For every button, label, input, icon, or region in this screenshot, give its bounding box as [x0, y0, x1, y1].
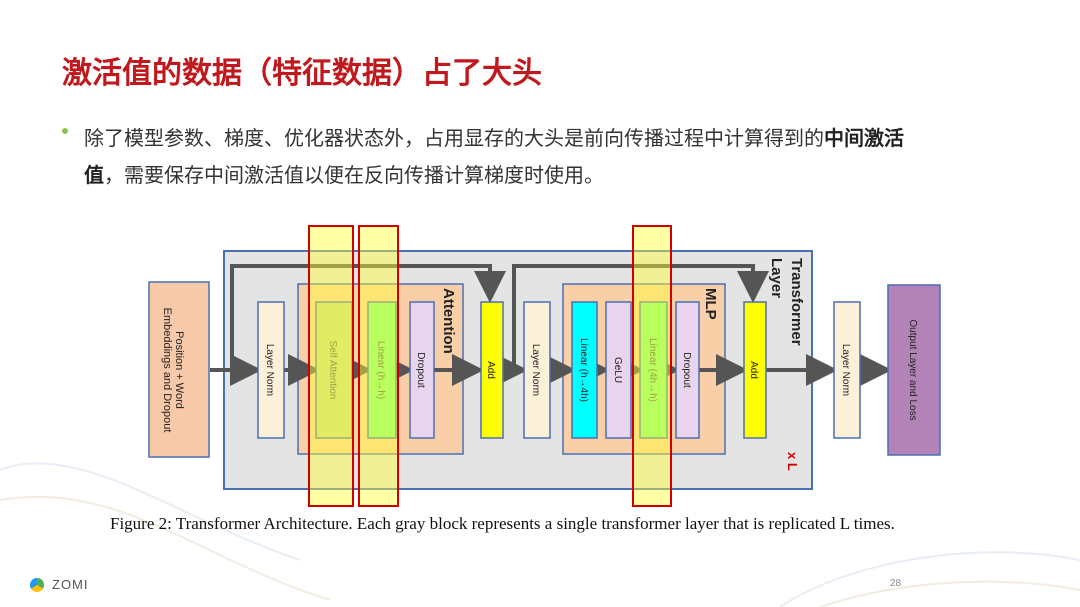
linear-h-h-block	[367, 301, 397, 439]
bullet-text: 除了模型参数、梯度、优化器状态外，占用显存的大头是前向传播过程中计算得到的中间激…	[84, 120, 1014, 194]
repeat-label: x L	[785, 452, 800, 471]
brand: ZOMI	[30, 577, 89, 592]
self-attention-label: Self Attention	[327, 341, 338, 400]
layer-norm-block-3	[833, 301, 861, 439]
layer-norm-block-2	[523, 301, 551, 439]
bullet-text-bold-2: 值	[84, 163, 104, 187]
page-number: 28	[890, 578, 902, 589]
layer-norm-label-1: Layer Norm	[264, 344, 275, 396]
layer-norm-label-3: Layer Norm	[840, 344, 851, 396]
add-label-2: Add	[748, 361, 759, 379]
linear-h-4h-block	[571, 301, 598, 439]
output-loss-block	[887, 284, 941, 456]
output-loss-label: Output Layer and Loss	[907, 319, 918, 420]
add-label-1: Add	[485, 361, 496, 379]
brand-logo-icon	[30, 577, 44, 592]
dropout-block-2	[675, 301, 700, 439]
bullet-text-bold-1: 中间激活	[824, 126, 904, 150]
dropout-label-1: Dropout	[415, 352, 426, 388]
highlight-self-attention	[308, 225, 354, 507]
layer-norm-label-2: Layer Norm	[530, 344, 541, 396]
add-block-1	[480, 301, 504, 439]
brand-name: ZOMI	[52, 577, 89, 592]
bullet-text-normal: 除了模型参数、梯度、优化器状态外，占用显存的大头是前向传播过程中计算得到的	[84, 126, 824, 150]
slide-title: 激活值的数据（特征数据）占了大头	[62, 56, 542, 91]
linear-h-h-label: Linear (h→h)	[375, 341, 386, 399]
figure-caption: Figure 2: Transformer Architecture. Each…	[110, 514, 895, 533]
linear-h-4h-label: Linear (h→4h)	[578, 338, 589, 402]
attention-heading: Attention	[440, 288, 457, 354]
add-block-2	[743, 301, 767, 439]
transformer-heading-2: Layer	[768, 258, 785, 298]
linear-4h-h-label: Linear (4h→h)	[647, 338, 658, 402]
dropout-block-1	[409, 301, 435, 439]
skip-connection-1	[230, 264, 506, 370]
embedding-label-2: Embeddings and Dropout	[161, 308, 173, 433]
bullet-text-tail: ，需要保存中间激活值以便在反向传播计算梯度时使用。	[104, 163, 604, 187]
layer-norm-block-1	[257, 301, 285, 439]
gelu-block	[605, 301, 632, 439]
bullet-dot	[62, 128, 68, 134]
dropout-label-2: Dropout	[681, 352, 692, 388]
embedding-block	[148, 281, 210, 458]
transformer-heading-1: Transformer	[788, 258, 805, 346]
embedding-label-1: Position + Word	[173, 331, 185, 409]
highlight-linear-4h-h	[632, 225, 672, 507]
highlight-linear-h-h	[358, 225, 399, 507]
linear-4h-h-block	[639, 301, 668, 439]
mlp-heading: MLP	[702, 288, 719, 320]
gelu-label: GeLU	[612, 357, 623, 383]
